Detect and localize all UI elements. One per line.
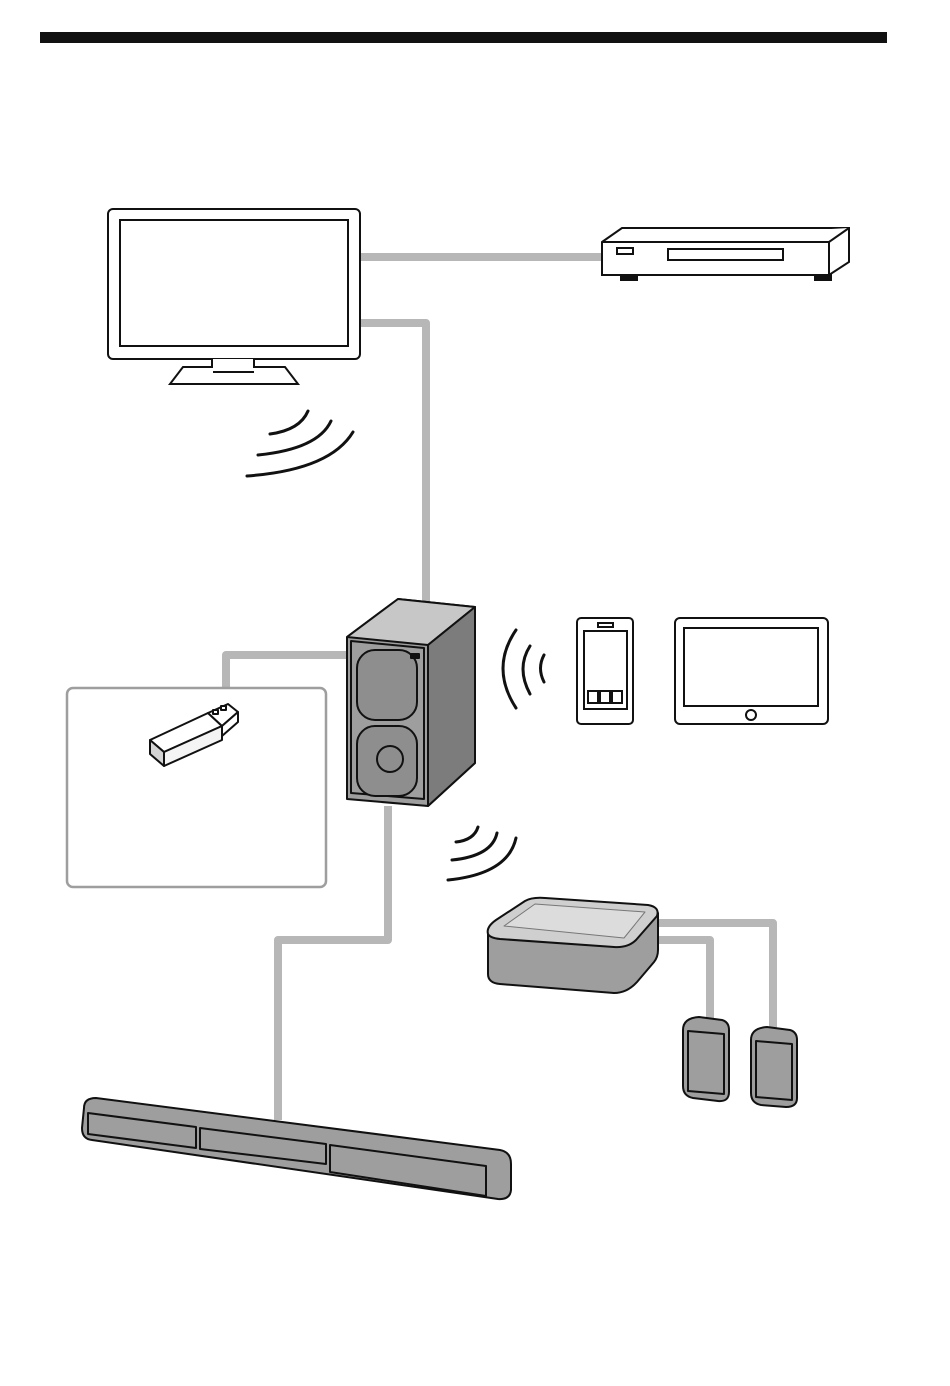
cable-hub-speaker-left [658, 940, 710, 1022]
header-rule [40, 32, 887, 43]
wireless-waves-hub [448, 827, 516, 880]
wireless-waves-tv [247, 411, 353, 476]
cable-tv-subwoofer [360, 323, 426, 604]
wireless-waves-phone [503, 630, 544, 708]
tablet-icon [675, 618, 828, 724]
smartphone-icon [577, 618, 633, 724]
subwoofer-icon [347, 599, 475, 806]
rear-speaker-icon [683, 1017, 797, 1107]
cable-subwoofer-usb [226, 655, 349, 690]
soundbar-icon [82, 1098, 511, 1199]
player-icon [602, 228, 849, 280]
wireless-hub-icon [488, 898, 658, 993]
tv-icon [108, 209, 360, 384]
